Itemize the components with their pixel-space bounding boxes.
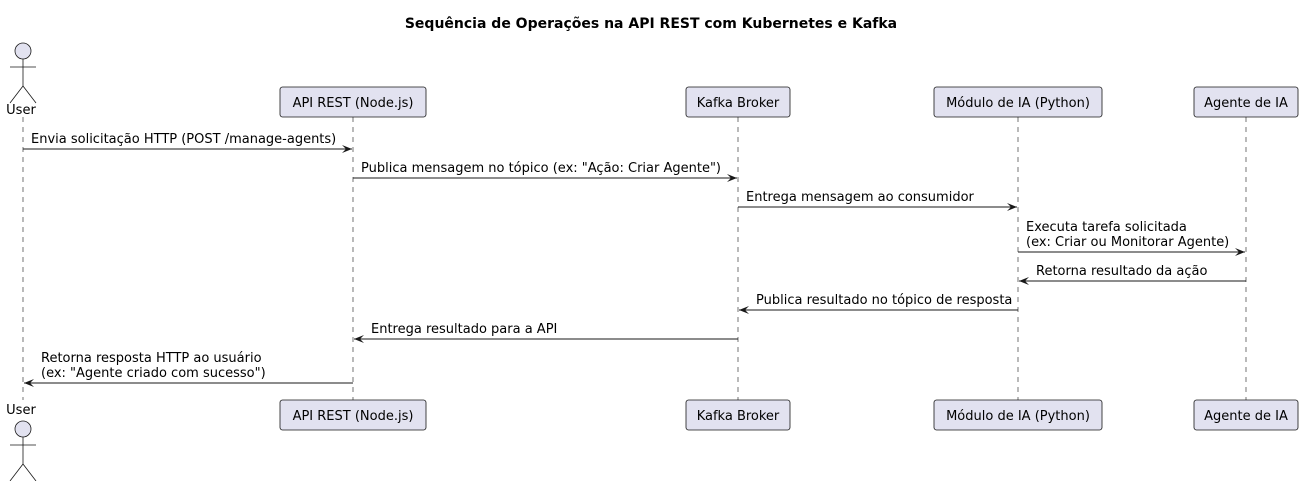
diagram-title: Sequência de Operações na API REST com K… xyxy=(405,16,897,32)
participant-label-agente-bottom: Agente de IA xyxy=(1204,409,1288,424)
message-8: Retorna resposta HTTP ao usuário(ex: "Ag… xyxy=(24,351,353,387)
participant-api-bottom: API REST (Node.js) xyxy=(279,399,427,431)
participant-kafka-top: Kafka Broker xyxy=(685,86,791,118)
actor-icon-top xyxy=(9,42,37,104)
participant-kafka-bottom: Kafka Broker xyxy=(685,399,791,431)
message-label: Publica mensagem no tópico (ex: "Ação: C… xyxy=(361,161,721,176)
message-label: Entrega mensagem ao consumidor xyxy=(746,190,975,205)
messages: Envia solicitação HTTP (POST /manage-age… xyxy=(23,132,1246,387)
message-6: Publica resultado no tópico de resposta xyxy=(739,293,1018,314)
participant-ia-top: Módulo de IA (Python) xyxy=(933,86,1103,118)
message-label: Publica resultado no tópico de resposta xyxy=(756,293,1012,308)
participant-label-agente-top: Agente de IA xyxy=(1204,96,1288,111)
message-label: Retorna resposta HTTP ao usuário xyxy=(41,351,262,366)
arrowhead xyxy=(24,379,34,387)
message-2: Publica mensagem no tópico (ex: "Ação: C… xyxy=(353,161,737,182)
participant-ia-bottom: Módulo de IA (Python) xyxy=(933,399,1103,431)
participant-label-kafka-top: Kafka Broker xyxy=(697,96,780,111)
participant-api-top: API REST (Node.js) xyxy=(279,86,427,118)
message-label: Retorna resultado da ação xyxy=(1036,264,1207,279)
actor-icon-bottom xyxy=(9,420,37,481)
message-5: Retorna resultado da ação xyxy=(1019,264,1246,285)
arrowhead xyxy=(1235,248,1245,256)
arrowhead xyxy=(1019,277,1029,285)
message-label: Envia solicitação HTTP (POST /manage-age… xyxy=(31,132,336,147)
participant-label-api-bottom: API REST (Node.js) xyxy=(293,409,414,424)
participant-label-user-bottom: User xyxy=(6,403,36,418)
participant-label-ia-bottom: Módulo de IA (Python) xyxy=(946,409,1090,424)
message-1: Envia solicitação HTTP (POST /manage-age… xyxy=(23,132,352,153)
message-7: Entrega resultado para a API xyxy=(354,322,738,343)
arrowhead xyxy=(354,335,364,343)
arrowhead xyxy=(342,145,352,153)
arrowhead xyxy=(1007,203,1017,211)
lifelines xyxy=(22,117,1247,400)
participant-label-ia-top: Módulo de IA (Python) xyxy=(946,96,1090,111)
message-label: Executa tarefa solicitada xyxy=(1026,220,1187,235)
message-label: Entrega resultado para a API xyxy=(371,322,557,337)
participant-agente-top: Agente de IA xyxy=(1193,86,1299,118)
participant-label-kafka-bottom: Kafka Broker xyxy=(697,409,780,424)
message-4: Executa tarefa solicitada(ex: Criar ou M… xyxy=(1018,220,1245,256)
participant-agente-bottom: Agente de IA xyxy=(1193,399,1299,431)
message-label: (ex: "Agente criado com sucesso") xyxy=(41,366,266,381)
arrowhead xyxy=(739,306,749,314)
participant-label-api-top: API REST (Node.js) xyxy=(293,96,414,111)
participant-label-user-top: User xyxy=(6,103,36,118)
message-label: (ex: Criar ou Monitorar Agente) xyxy=(1026,235,1229,250)
message-3: Entrega mensagem ao consumidor xyxy=(738,190,1017,211)
arrowhead xyxy=(727,174,737,182)
